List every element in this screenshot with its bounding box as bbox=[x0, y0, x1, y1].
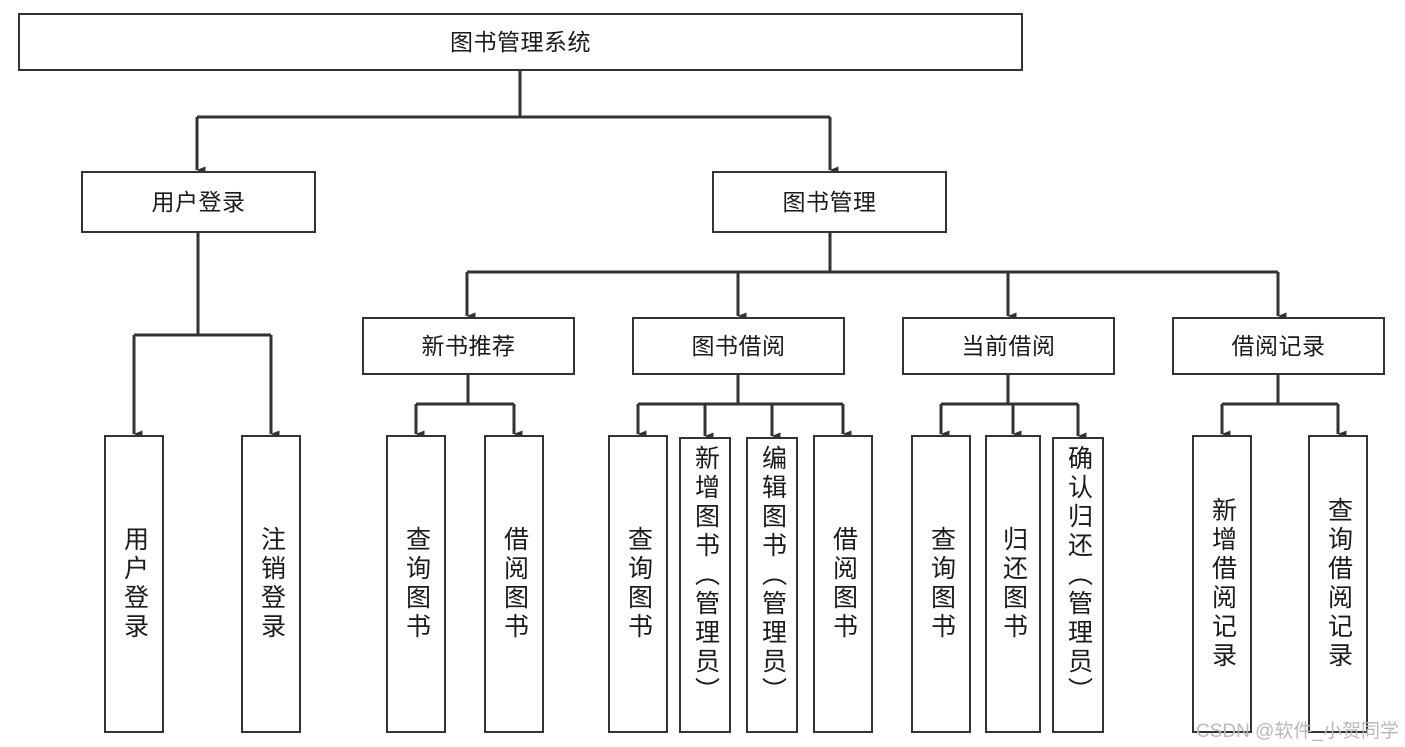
node-leaf-confirm-return[interactable]: 确认归还（管理员） bbox=[1052, 437, 1104, 733]
node-new-book-recommend[interactable]: 新书推荐 bbox=[362, 317, 575, 375]
node-leaf-user-login-label: 用户登录 bbox=[120, 526, 149, 642]
node-leaf-query-book-borrow[interactable]: 查询图书 bbox=[608, 435, 668, 733]
node-user-login-label: 用户登录 bbox=[151, 188, 246, 215]
node-leaf-borrow-book[interactable]: 借阅图书 bbox=[813, 435, 873, 733]
node-user-login[interactable]: 用户登录 bbox=[81, 171, 316, 233]
node-leaf-user-logout-label: 注销登录 bbox=[257, 526, 286, 642]
node-leaf-borrow-book-label: 借阅图书 bbox=[829, 526, 858, 642]
node-leaf-return-book-label: 归还图书 bbox=[999, 526, 1028, 642]
node-book-borrow[interactable]: 图书借阅 bbox=[632, 317, 845, 375]
node-book-manage-label: 图书管理 bbox=[782, 188, 877, 215]
node-leaf-query-book-rec[interactable]: 查询图书 bbox=[386, 435, 446, 733]
node-leaf-borrow-book-rec-label: 借阅图书 bbox=[500, 526, 529, 642]
csdn-watermark: CSDN @软件_小贺同学 bbox=[1196, 721, 1399, 742]
node-leaf-query-book-borrow-label: 查询图书 bbox=[624, 526, 653, 642]
node-leaf-query-record[interactable]: 查询借阅记录 bbox=[1308, 435, 1368, 733]
node-leaf-query-record-label: 查询借阅记录 bbox=[1324, 497, 1353, 671]
node-leaf-query-book-cur-label: 查询图书 bbox=[927, 526, 956, 642]
node-leaf-add-book-label: 新增图书（管理员） bbox=[691, 445, 720, 706]
node-leaf-edit-book-label: 编辑图书（管理员） bbox=[758, 445, 787, 706]
node-book-manage[interactable]: 图书管理 bbox=[712, 171, 947, 233]
node-book-borrow-label: 图书借阅 bbox=[691, 332, 786, 359]
node-root-system-label: 图书管理系统 bbox=[450, 28, 591, 55]
node-current-borrow[interactable]: 当前借阅 bbox=[902, 317, 1115, 375]
node-leaf-borrow-book-rec[interactable]: 借阅图书 bbox=[484, 435, 544, 733]
node-leaf-add-book[interactable]: 新增图书（管理员） bbox=[679, 437, 731, 733]
node-root-system[interactable]: 图书管理系统 bbox=[18, 13, 1023, 71]
node-borrow-record-label: 借阅记录 bbox=[1231, 332, 1326, 359]
node-leaf-query-book-rec-label: 查询图书 bbox=[402, 526, 431, 642]
node-borrow-record[interactable]: 借阅记录 bbox=[1172, 317, 1385, 375]
node-current-borrow-label: 当前借阅 bbox=[961, 332, 1056, 359]
node-leaf-edit-book[interactable]: 编辑图书（管理员） bbox=[746, 437, 798, 733]
node-leaf-add-record-label: 新增借阅记录 bbox=[1208, 497, 1237, 671]
node-leaf-user-logout[interactable]: 注销登录 bbox=[241, 435, 301, 733]
connector-lines bbox=[132, 71, 1347, 440]
node-leaf-return-book[interactable]: 归还图书 bbox=[985, 435, 1041, 733]
node-leaf-add-record[interactable]: 新增借阅记录 bbox=[1192, 435, 1252, 733]
node-leaf-confirm-return-label: 确认归还（管理员） bbox=[1064, 445, 1093, 706]
node-leaf-user-login[interactable]: 用户登录 bbox=[104, 435, 164, 733]
node-leaf-query-book-cur[interactable]: 查询图书 bbox=[911, 435, 971, 733]
node-new-book-recommend-label: 新书推荐 bbox=[421, 332, 516, 359]
